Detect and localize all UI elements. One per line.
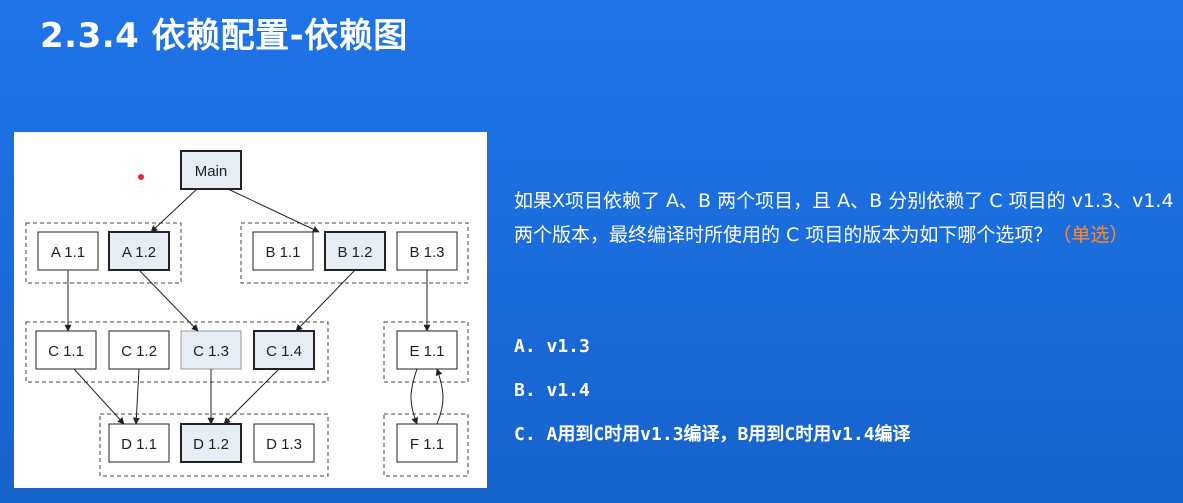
- node-f-1-1-label: F 1.1: [410, 436, 444, 453]
- node-c-1-3-label: C 1.3: [193, 343, 229, 360]
- slide-title: 2.3.4 依赖配置-依赖图: [40, 16, 408, 56]
- node-b-1-2: B 1.2: [324, 231, 386, 271]
- node-c-1-4: C 1.4: [253, 330, 315, 370]
- node-d-1-2-label: D 1.2: [193, 436, 229, 453]
- group-b-box: [240, 222, 469, 284]
- edge-c12-to-d11: [132, 368, 140, 425]
- group-f-box: [383, 413, 469, 477]
- option-b[interactable]: B. v1.4: [514, 380, 590, 401]
- node-c-1-2-label: C 1.2: [121, 343, 157, 360]
- node-a-1-2: A 1.2: [108, 231, 170, 271]
- edge-main-to-a12: [150, 188, 198, 233]
- node-d-1-2: D 1.2: [180, 423, 242, 463]
- node-a-1-1-label: A 1.1: [51, 244, 85, 261]
- edge-f11-to-e11: [435, 368, 444, 425]
- node-b-1-3-label: B 1.3: [409, 244, 444, 261]
- edge-c11-to-d11: [73, 368, 125, 425]
- dependency-diagram: Main A 1.1 A 1.2 B 1.1 B 1.2 B 1.3 C 1.1: [14, 132, 487, 488]
- node-d-1-1-label: D 1.1: [121, 436, 157, 453]
- node-b-1-3: B 1.3: [396, 231, 458, 271]
- node-main-label: Main: [195, 163, 228, 180]
- group-c-box: [25, 321, 329, 383]
- node-e-1-1: E 1.1: [396, 330, 458, 370]
- node-f-1-1: F 1.1: [396, 423, 458, 463]
- node-e-1-1-label: E 1.1: [409, 343, 444, 360]
- node-b-1-1-label: B 1.1: [265, 244, 300, 261]
- group-e-box: [383, 321, 469, 383]
- question-body: 如果X项目依赖了 A、B 两个项目，且 A、B 分别依赖了 C 项目的 v1.3…: [514, 190, 1174, 246]
- node-c-1-1: C 1.1: [35, 330, 97, 370]
- option-c[interactable]: C. A用到C时用v1.3编译，B用到C时用v1.4编译: [514, 424, 911, 445]
- node-a-1-2-label: A 1.2: [122, 244, 156, 261]
- edge-e11-to-f11: [410, 368, 418, 425]
- node-main: Main: [180, 150, 242, 190]
- node-b-1-2-label: B 1.2: [337, 244, 372, 261]
- question-type-tag: （单选）: [1052, 224, 1129, 246]
- red-dot: [138, 174, 144, 180]
- node-c-1-3: C 1.3: [180, 330, 242, 370]
- question-text: 如果X项目依赖了 A、B 两个项目，且 A、B 分别依赖了 C 项目的 v1.3…: [514, 184, 1174, 252]
- edge-main-to-b12: [227, 188, 320, 233]
- edge-a12-to-c13: [138, 269, 199, 332]
- edge-c14-to-d12: [223, 368, 280, 425]
- node-c-1-1-label: C 1.1: [48, 343, 84, 360]
- dependency-graph-svg: Main A 1.1 A 1.2 B 1.1 B 1.2 B 1.3 C 1.1: [25, 150, 469, 477]
- node-b-1-1: B 1.1: [252, 231, 314, 271]
- node-d-1-1: D 1.1: [108, 423, 170, 463]
- node-a-1-1: A 1.1: [37, 231, 99, 271]
- node-c-1-4-label: C 1.4: [266, 343, 302, 360]
- answer-options: A. v1.3 B. v1.4 C. A用到C时用v1.3编译，B用到C时用v1…: [514, 325, 911, 457]
- node-c-1-2: C 1.2: [108, 330, 170, 370]
- edge-b12-to-c14: [295, 269, 356, 332]
- option-a[interactable]: A. v1.3: [514, 336, 590, 357]
- group-d-box: [99, 413, 329, 477]
- node-d-1-3-label: D 1.3: [266, 436, 302, 453]
- group-a-box: [25, 222, 182, 284]
- node-d-1-3: D 1.3: [253, 423, 315, 463]
